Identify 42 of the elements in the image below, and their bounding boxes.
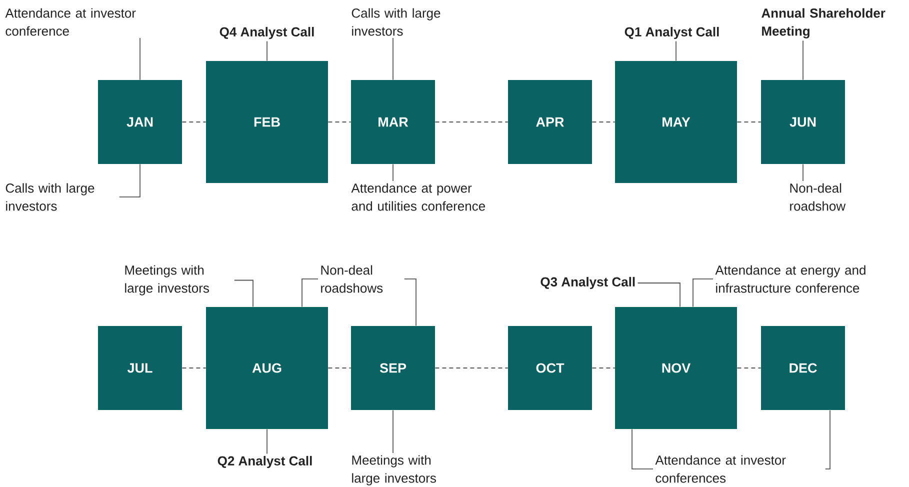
month-box: AUG [206,307,328,429]
note-text: Meetings with large investors [125,265,209,296]
leader-line [392,410,394,454]
note-text: Q2 Analyst Call [218,456,312,468]
leader-line [637,282,680,308]
leader-line [234,280,254,308]
month-box: APR [508,80,592,164]
leader-line [266,428,268,454]
month-box: JUL [98,326,182,410]
leader-line [802,40,804,80]
leader-line [632,428,654,470]
note-text: Meetings with large investors [352,455,436,486]
month-box: JAN [98,80,182,164]
note-text: Non-deal roadshow [790,183,846,211]
leader-line [302,278,318,308]
note-text: Attendance at investor conference [5,8,136,36]
month-box: FEB [206,61,328,183]
month-box: JUN [761,80,846,164]
note-text: Annual Shareholder Meeting [762,8,886,38]
leader-line [392,38,394,80]
month-box: MAR [351,80,435,164]
leader-line [824,410,830,470]
note-text: Q1 Analyst Call [624,26,719,40]
month-box: MAY [615,61,738,183]
leader-line [692,278,714,308]
leader-line [392,164,394,182]
leader-line [266,40,268,62]
month-box: DEC [761,326,846,410]
note-text: Non-deal roadshows [321,265,383,293]
note-text: Q3 Analyst Call [540,276,635,290]
note-text: Attendance at power and utilities conference [351,183,485,211]
month-box: NOV [615,307,738,429]
month-box: OCT [508,326,592,410]
note-text: Q4 Analyst Call [220,26,314,40]
month-box: SEP [351,326,435,410]
note-text: Attendance at investor conferences [655,455,786,483]
leader-line [802,164,804,182]
note-text: Calls with large investors [6,183,94,211]
leader-line [118,164,140,198]
note-text: Calls with large investors [352,8,440,36]
note-text: Attendance at energy and infrastructure conference [715,265,866,293]
leader-line [404,278,416,326]
